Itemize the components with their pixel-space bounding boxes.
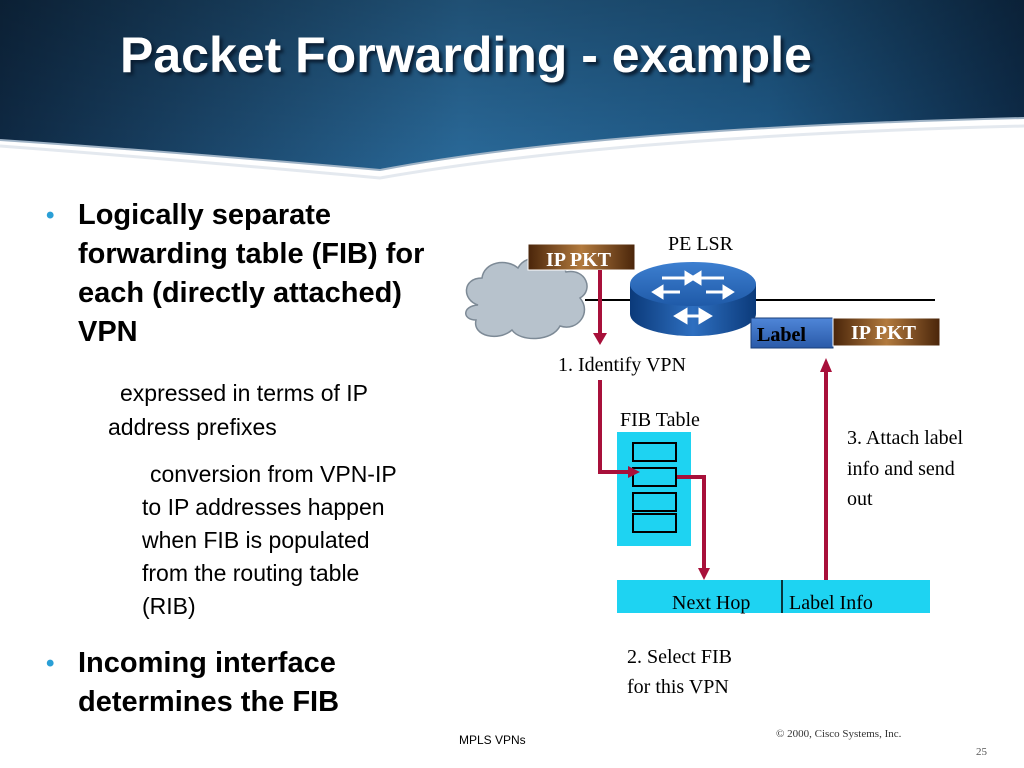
- bullet-line: when FIB is populated: [142, 527, 370, 553]
- bullet-line: VPN: [78, 316, 138, 348]
- step-2-line: for this VPN: [627, 676, 729, 698]
- step-2-text: 2. Select FIB for this VPN: [627, 646, 737, 698]
- header-banner: [0, 0, 1024, 180]
- footer-course-title: MPLS VPNs: [459, 733, 526, 747]
- page-number: 25: [976, 746, 987, 758]
- bullet-line: expressed in terms of IP: [120, 380, 368, 406]
- footer-copyright: © 2000, Cisco Systems, Inc.: [776, 728, 902, 740]
- bullet-dot-icon: •: [46, 650, 55, 677]
- step-3-line: 3. Attach label: [847, 427, 964, 449]
- router-label: PE LSR: [668, 233, 734, 255]
- outgoing-labeled-packet: Label IP PKT: [750, 317, 941, 349]
- step-3-line: out: [847, 488, 873, 510]
- sub-bullet-conversion: conversion from VPN-IP to IP addresses h…: [142, 458, 482, 623]
- bullet-line: (RIB): [142, 593, 196, 619]
- bullet-line: address prefixes: [108, 414, 277, 440]
- step-2-line: 2. Select FIB: [627, 646, 732, 668]
- bullet-dot-icon: •: [46, 202, 55, 229]
- router-icon: [630, 262, 756, 336]
- sub-bullet-ip-prefixes: expressed in terms of IP address prefixe…: [108, 376, 468, 444]
- fib-table-title: FIB Table: [620, 409, 700, 431]
- fib-table: [617, 432, 691, 546]
- next-hop-text: Next Hop: [672, 592, 750, 614]
- bullet-line: Logically separate: [78, 199, 332, 231]
- step-1-text: 1. Identify VPN: [558, 354, 686, 376]
- bullet-line: Incoming interface: [78, 647, 336, 679]
- incoming-ip-packet-label: IP PKT: [546, 249, 612, 271]
- incoming-ip-packet: IP PKT: [527, 243, 636, 271]
- bullet-line: each (directly attached): [78, 277, 402, 309]
- step-3-line: info and send: [847, 458, 955, 480]
- step-3-text: 3. Attach label info and send out: [847, 427, 968, 510]
- arrow-into-fib: [598, 380, 640, 478]
- arrow-attach-label: [820, 358, 832, 580]
- arrow-select-fib: [677, 475, 710, 580]
- bullet-line: determines the FIB: [78, 686, 340, 718]
- outgoing-label: Label: [757, 324, 806, 346]
- bullet-line: to IP addresses happen: [142, 494, 385, 520]
- bullet-line: forwarding table (FIB) for: [78, 238, 425, 270]
- bullet-line: conversion from VPN-IP: [150, 461, 397, 487]
- bullet-line: from the routing table: [142, 560, 360, 586]
- outgoing-ip-packet-label: IP PKT: [851, 322, 917, 344]
- slide-title: Packet Forwarding - example: [120, 27, 812, 83]
- arrow-identify-vpn: [593, 270, 607, 345]
- cloud-icon: [465, 256, 588, 340]
- label-info-text: Label Info: [789, 592, 873, 614]
- next-hop-label-info-bar: Next Hop Label Info: [617, 580, 930, 614]
